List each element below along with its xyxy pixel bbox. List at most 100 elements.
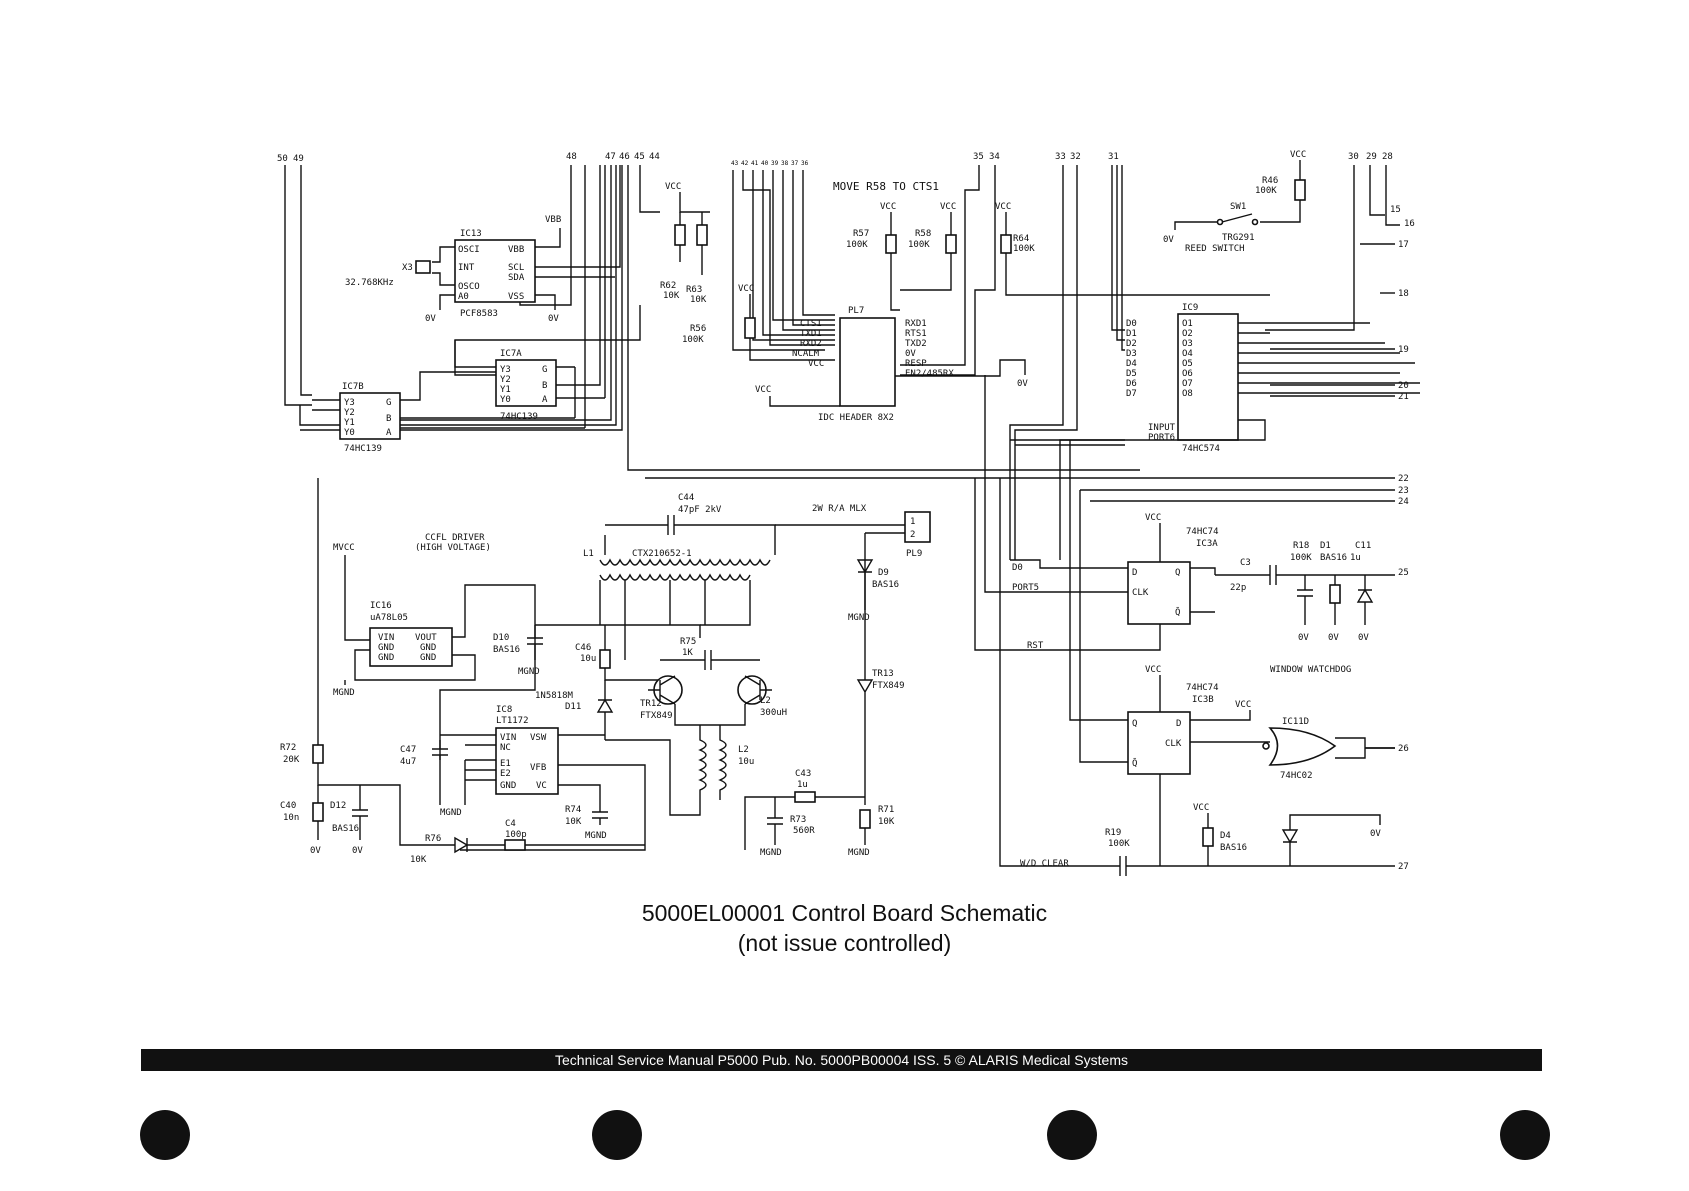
ic3a-body	[1127, 561, 1191, 625]
c4-ref: C3	[1240, 558, 1251, 568]
ic9-part: 74HC574	[1182, 444, 1220, 454]
d10-diode: TR13 FTX849	[856, 560, 905, 805]
punch-hole-4	[1500, 1110, 1550, 1160]
ic13-ref: IC13	[460, 229, 482, 239]
c3-ref: R18	[1293, 541, 1309, 551]
pl7-vcc: VCC	[808, 359, 824, 369]
resistor-r57	[885, 234, 897, 254]
resistor-r19	[1202, 827, 1214, 847]
r71-r72-c40-d12: R72 20K C40 10n 0V D12 BAS16 0V R76 10K …	[280, 478, 645, 865]
c44-cap: C44 47pF 2kV	[605, 493, 776, 535]
resistor-r71	[312, 744, 324, 764]
mvcc-rail: MVCC	[333, 543, 355, 553]
ic9-o2: O2	[1182, 329, 1193, 339]
ic8-pin-vc: VC	[536, 781, 547, 791]
crystal-x3	[415, 260, 431, 274]
ic7b-pin-y1: Y1	[344, 418, 355, 428]
port5-signal: PORT5	[1012, 583, 1039, 593]
pl7-caption: IDC HEADER 8X2	[818, 413, 894, 423]
d10-ref: TR13	[872, 669, 894, 679]
resistor-r76	[504, 839, 526, 851]
r75-val: 10u	[580, 654, 596, 664]
pin-16: 16	[1404, 219, 1415, 229]
pl7-ov-rail: 0V	[1017, 379, 1028, 389]
pl7-0v: 0V	[905, 349, 916, 359]
pin-36: 36	[801, 160, 809, 167]
ic9-o4: O4	[1182, 349, 1193, 359]
ic9-d7: D7	[1126, 389, 1137, 399]
pl7-body	[839, 317, 896, 407]
ic3b-ref: IC3B	[1192, 695, 1214, 705]
d1-ov: 0V	[1358, 633, 1369, 643]
pin-28: 28	[1382, 152, 1393, 162]
vcc-ic3a: VCC	[1145, 513, 1161, 523]
c48-ref: C47	[400, 745, 416, 755]
c3-val: 100K	[1290, 553, 1312, 563]
pin-29: 29	[1366, 152, 1377, 162]
r46-val: 100K	[1255, 186, 1277, 196]
pl9-connector: 2W R/A MLX 1 2 PL9	[775, 504, 931, 560]
r57-ref: R57	[853, 229, 869, 239]
ic16-pin-vout: VOUT	[415, 633, 437, 643]
ic7b-pin-a: A	[386, 428, 392, 438]
ic3b-flipflop: VCC 74HC74 IC3B Q D CLK Q̄ VCC	[1069, 440, 1270, 866]
r76-val: 100p	[505, 830, 527, 840]
ic3a-pin-clk: CLK	[1132, 588, 1149, 598]
r58-ref: R58	[915, 229, 931, 239]
ic16-pin-gnd1: GND	[378, 643, 394, 653]
ic16-pin-vin: VIN	[378, 633, 394, 643]
ic3b-body	[1127, 711, 1191, 775]
resistor-r46	[1294, 179, 1306, 201]
ic9-d3: D3	[1126, 349, 1137, 359]
resistor-r56	[744, 317, 756, 339]
pin-47: 47	[605, 152, 616, 162]
ic3b-pin-qbar: Q̄	[1132, 757, 1137, 769]
c46-cap: D10 BAS16 MGND	[493, 624, 701, 677]
diagram-subtitle: (not issue controlled)	[737, 930, 952, 956]
ic11d-ref: IC11D	[1282, 717, 1309, 727]
ic9-d4: D4	[1126, 359, 1137, 369]
r18-ov: 0V	[1328, 633, 1339, 643]
l2-inductor: L2 10u	[669, 725, 754, 816]
pin-45: 45	[634, 152, 645, 162]
ic9-o1: O1	[1182, 319, 1193, 329]
note-window-watchdog: WINDOW WATCHDOG	[1270, 665, 1351, 675]
x3-ref: X3	[402, 263, 413, 273]
c45-ref: R75	[680, 637, 696, 647]
pin-17: 17	[1398, 240, 1409, 250]
ic3a-part: 74HC74	[1186, 527, 1219, 537]
pin-40: 40	[761, 160, 769, 167]
mlx-note: 2W R/A MLX	[812, 504, 867, 514]
pin-23: 23	[1398, 486, 1409, 496]
pin-20: 20	[1398, 381, 1409, 391]
ic7a-pin-y1: Y1	[500, 385, 511, 395]
r58-val: 100K	[908, 240, 930, 250]
c45-val: 1K	[682, 648, 693, 658]
resistor-r74	[794, 791, 816, 803]
pin-37: 37	[791, 160, 799, 167]
ic3a-flipflop: VCC 74HC74 IC3A D Q CLK Q̄ D0 PORT5 RST	[974, 478, 1219, 651]
d12-ref: R76	[425, 834, 441, 844]
ic7a-pin-b: B	[542, 381, 547, 391]
top-bus-wires	[284, 165, 1400, 560]
ic9-d1: D1	[1126, 329, 1137, 339]
ic16-part: uA78L05	[370, 613, 408, 623]
pin-38: 38	[781, 160, 789, 167]
c48-val: 4u7	[400, 757, 416, 767]
d1-val: 1u	[1350, 553, 1361, 563]
r18-ref: D1	[1320, 541, 1331, 551]
ic11d-nor: IC11D 74HC02	[1262, 717, 1395, 781]
r74-val: 1u	[797, 780, 808, 790]
ic11d-part: 74HC02	[1280, 771, 1313, 781]
rst-signal: RST	[1027, 641, 1044, 651]
pin-48: 48	[566, 152, 577, 162]
resistor-r62	[674, 224, 686, 246]
ic13-pin-vss: VSS	[508, 292, 524, 302]
c43-val: 560R	[793, 826, 815, 836]
pin-50: 50	[277, 154, 288, 164]
pin-30: 30	[1348, 152, 1359, 162]
pin-27: 27	[1398, 862, 1409, 872]
pl9-pin1: 1	[910, 517, 915, 527]
ic9-note-port6: PORT6	[1148, 433, 1175, 443]
pl7-idc-header: PL7 CTS1 TXD1 RXD2 NCALM VCC RXD1 RTS1 T…	[755, 306, 1028, 423]
